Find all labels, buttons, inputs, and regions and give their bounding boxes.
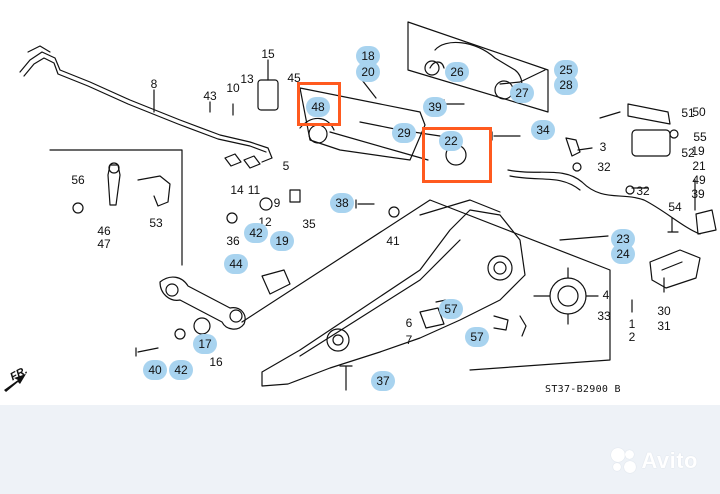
avito-dots-icon [611, 448, 637, 474]
part-label: 41 [386, 234, 400, 248]
part-label: 49 [692, 173, 706, 187]
part-label: 39 [691, 187, 705, 201]
callout-badge: 28 [554, 75, 578, 95]
part-label: 4 [602, 288, 610, 302]
part-label: 50 [692, 105, 706, 119]
part-label: 54 [668, 200, 682, 214]
part-label: 3 [599, 140, 607, 154]
part-label: 13 [240, 72, 254, 86]
part-label: 30 [657, 304, 671, 318]
callout-badge: 48 [306, 97, 330, 117]
callout-badge: 18 [356, 46, 380, 66]
part-label: 6 [405, 316, 413, 330]
part-label: 35 [302, 217, 316, 231]
part-label: 32 [597, 160, 611, 174]
part-label: 43 [203, 89, 217, 103]
part-label: 11 [247, 183, 261, 197]
callout-badge: 40 [143, 360, 167, 380]
part-label: 46 [97, 224, 111, 238]
callout-badge: 22 [439, 131, 463, 151]
part-label: 55 [693, 130, 707, 144]
part-label: 5 [282, 159, 290, 173]
highlight-frame-48 [297, 82, 341, 126]
part-label: 32 [636, 184, 650, 198]
part-label: 53 [149, 216, 163, 230]
callout-badge: 37 [371, 371, 395, 391]
callout-badge: 57 [439, 299, 463, 319]
part-label: 31 [657, 319, 671, 333]
diagram-code: ST37-B2900 B [545, 384, 621, 395]
part-label: 19 [691, 144, 705, 158]
parts-diagram: 15 8 43 10 13 45 14 11 9 35 36 12 5 56 4… [4, 21, 717, 395]
callout-badge: 17 [193, 334, 217, 354]
part-label: 8 [150, 77, 158, 91]
avito-wordmark: Avito [641, 448, 698, 473]
part-label: 52 [681, 146, 695, 160]
part-label: 56 [71, 173, 85, 187]
highlight-frame-22 [422, 127, 492, 183]
part-label: 16 [209, 355, 223, 369]
callout-badge: 19 [270, 231, 294, 251]
part-label: 1 [628, 317, 636, 331]
part-label: 51 [681, 106, 695, 120]
callout-badge: 42 [244, 223, 268, 243]
part-label: 45 [287, 71, 301, 85]
callout-badge: 20 [356, 62, 380, 82]
part-label: 9 [273, 196, 281, 210]
footer-band: Avito [0, 405, 720, 494]
part-label: 2 [628, 330, 636, 344]
callout-badge: 29 [392, 123, 416, 143]
avito-watermark: Avito [611, 448, 698, 474]
callout-badge: 39 [423, 97, 447, 117]
part-label: 47 [97, 237, 111, 251]
part-label: 36 [226, 234, 240, 248]
part-label: 33 [597, 309, 611, 323]
callout-badge: 42 [169, 360, 193, 380]
callout-badge: 27 [510, 83, 534, 103]
part-label: 14 [230, 183, 244, 197]
part-label: 15 [261, 47, 275, 61]
callout-badge: 34 [531, 120, 555, 140]
callout-badge: 44 [224, 254, 248, 274]
callout-badge: 38 [330, 193, 354, 213]
callout-badge: 26 [445, 62, 469, 82]
callout-badge: 57 [465, 327, 489, 347]
part-label: 7 [405, 333, 413, 347]
part-label: 21 [692, 159, 706, 173]
diagram-linework [4, 21, 717, 392]
part-label: 10 [226, 81, 240, 95]
callout-badge: 24 [611, 244, 635, 264]
